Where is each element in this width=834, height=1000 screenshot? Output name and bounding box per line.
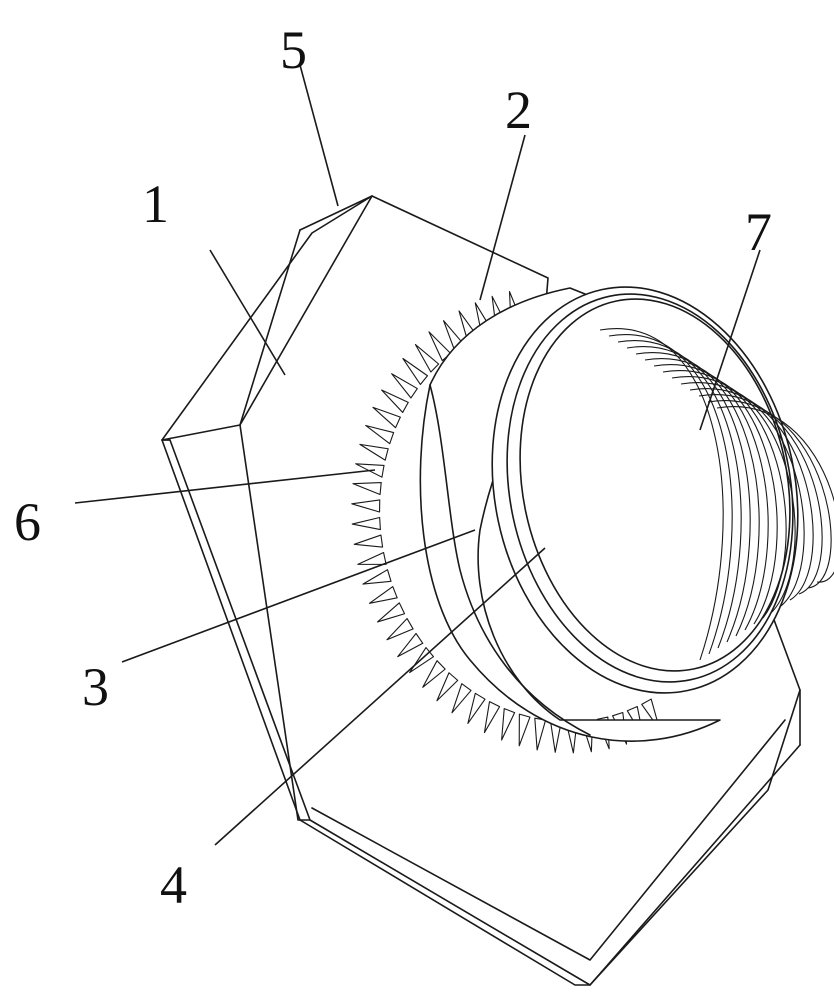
callout-3: 3 (82, 657, 109, 717)
callout-6: 6 (14, 492, 41, 552)
callout-1: 1 (142, 174, 169, 234)
leader-5 (300, 65, 338, 206)
callout-7: 7 (745, 202, 772, 262)
callout-2: 2 (505, 80, 532, 140)
callout-5: 5 (280, 20, 307, 80)
callout-4: 4 (160, 855, 187, 915)
